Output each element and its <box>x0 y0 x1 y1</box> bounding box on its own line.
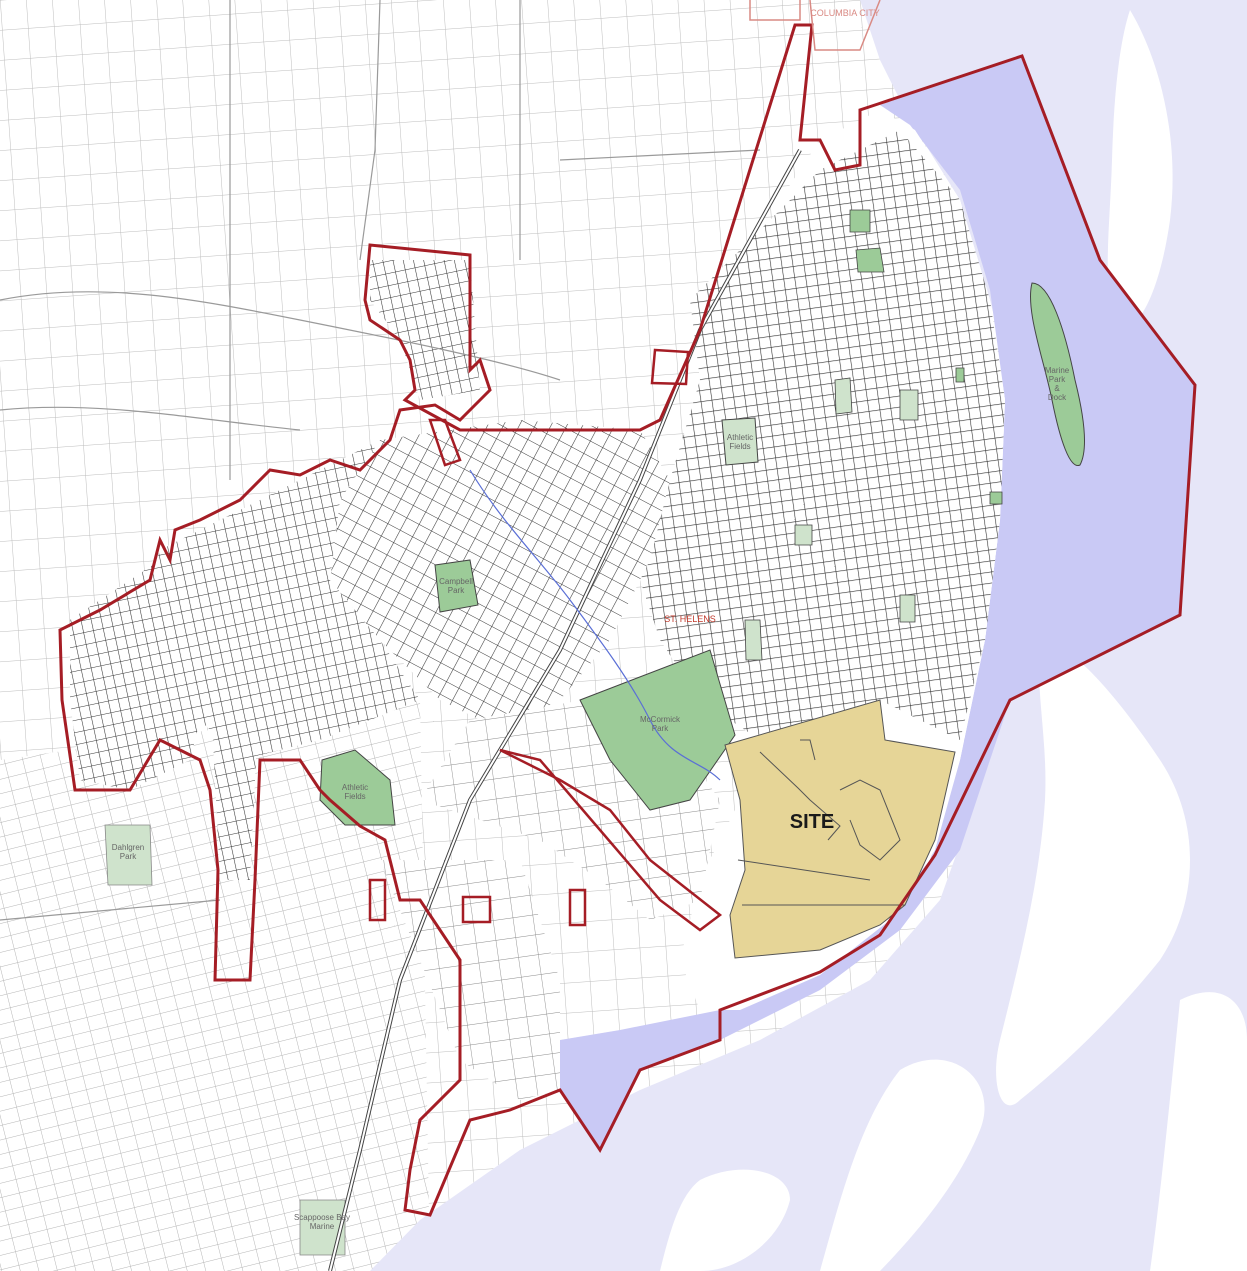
boundary-columbia-city <box>749 0 881 51</box>
campbell-park-label-2: Park <box>448 586 465 595</box>
marine-park-label-2: Park <box>1049 375 1066 384</box>
park-small-ne <box>955 367 965 383</box>
park-north-2 <box>849 209 871 233</box>
bottom-park-label-2: Marine <box>310 1222 335 1231</box>
boundary-parcel-5 <box>368 878 387 922</box>
campbell-park <box>434 559 479 613</box>
marine-park-label-4: Dock <box>1048 393 1067 402</box>
marine-park-island <box>1029 282 1086 466</box>
park-east-2 <box>899 389 919 421</box>
site-internal-lines <box>737 739 905 906</box>
park-east-4 <box>899 594 916 623</box>
athletic-fields-north <box>721 417 759 466</box>
dahlgren-park <box>104 824 153 886</box>
rural-roads <box>0 0 761 921</box>
bottom-park-label-1: Scappoose Bay <box>294 1213 350 1222</box>
athletic-fields-label-2: Fields <box>344 792 365 801</box>
marine-park-label-3: & <box>1054 384 1060 393</box>
urban-road-grid <box>70 130 1005 1100</box>
boundary-parcel-4 <box>499 748 723 932</box>
parks <box>104 209 1003 1256</box>
park-east-1 <box>834 377 853 415</box>
boundary-parcel-3 <box>461 895 492 924</box>
park-small-east <box>989 491 1003 505</box>
site-area[interactable] <box>724 699 956 959</box>
columbia-city-label: COLUMBIA CITY <box>810 8 880 18</box>
milton-creek <box>469 469 721 781</box>
marine-park-label-1: Marine <box>1045 366 1070 375</box>
dahlgren-park-label-2: Park <box>120 852 137 861</box>
mccormick-park <box>579 649 736 811</box>
city-boundary-outline <box>58 23 1197 1217</box>
athletic-fields-label-1: Athletic <box>342 783 368 792</box>
boundary-parcel-2 <box>428 418 462 467</box>
park-east-5 <box>744 619 763 661</box>
park-east-3 <box>794 524 813 546</box>
athletic-fields-2-label-1: Athletic <box>727 433 753 442</box>
boundary-parcel-1 <box>650 348 690 386</box>
athletic-fields-2-label-2: Fields <box>729 442 750 451</box>
map-labels: SITE ST. HELENS COLUMBIA CITY McCormick … <box>112 8 1070 1231</box>
campbell-park-label-1: Campbell <box>439 577 473 586</box>
boundary-dashed-east <box>1009 384 1196 701</box>
river-islands <box>660 10 1247 1271</box>
site-label: SITE <box>790 811 834 833</box>
dahlgren-park-label-1: Dahlgren <box>112 843 144 852</box>
city-name-label: ST. HELENS <box>664 614 716 624</box>
mccormick-park-label-2: Park <box>652 724 669 733</box>
park-north-1 <box>855 247 885 273</box>
mccormick-park-label-1: McCormick <box>640 715 681 724</box>
boundary-parcel-6 <box>568 888 587 927</box>
bottom-park <box>299 1199 346 1256</box>
